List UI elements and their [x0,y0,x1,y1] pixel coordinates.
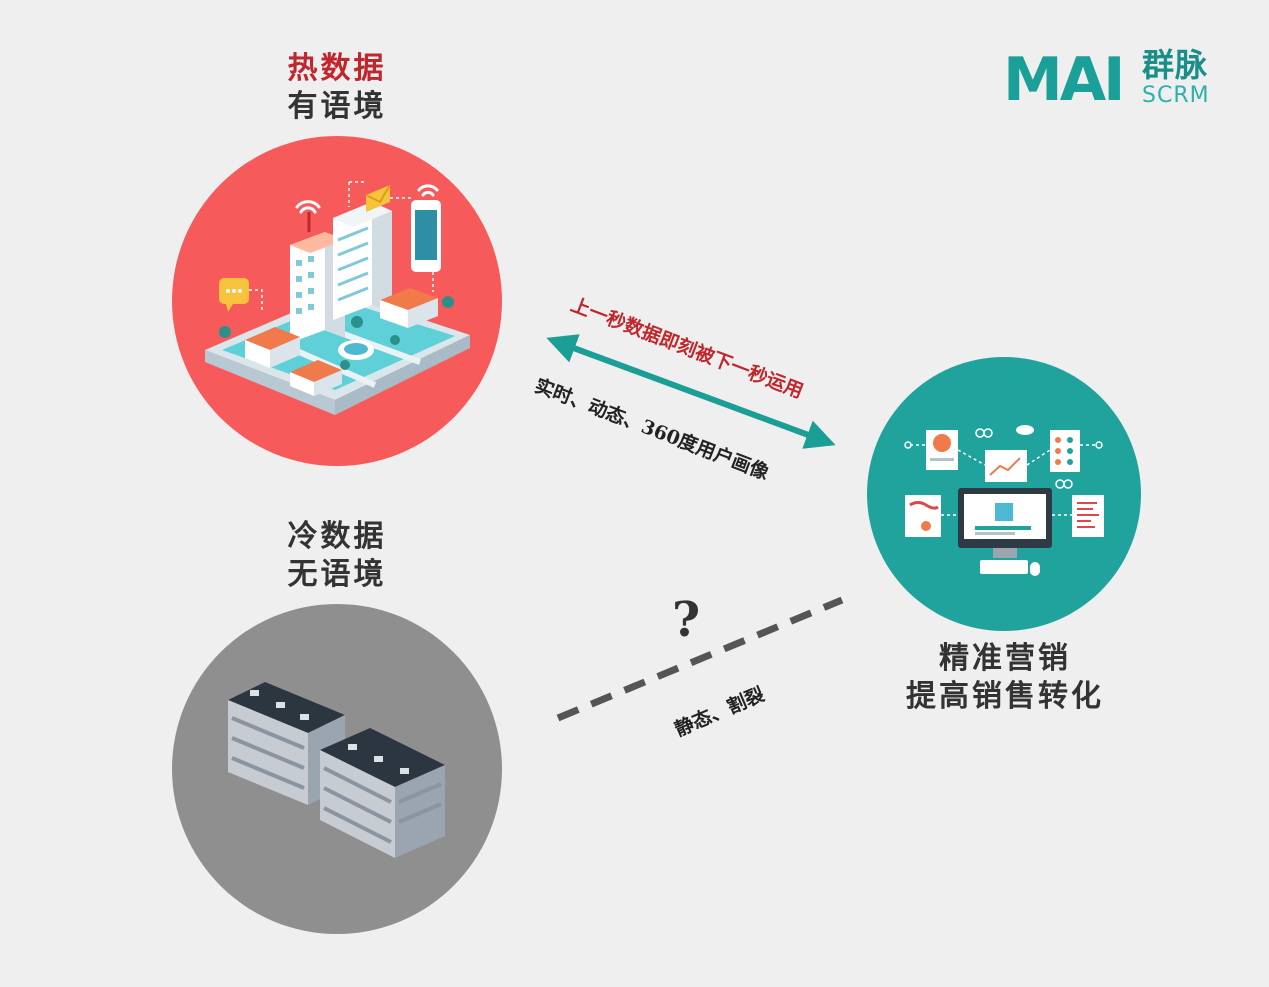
cold-data-subtitle: 无语境 [287,557,387,592]
mai-scrm-logo: MAI 群脉 SCRM [1003,44,1218,110]
cold-data-label: 冷数据 无语境 [272,518,402,594]
hot-data-circle [172,136,502,466]
dashed-connection [556,596,844,722]
logo-en: SCRM [1142,83,1210,108]
marketing-circle [867,357,1141,631]
double-arrow [546,334,836,449]
grey-building-icon [228,682,445,858]
marketing-label: 精准营销 提高销售转化 [880,640,1130,716]
logo-mark: MAI [1003,45,1125,115]
dashboard-icon [904,425,1104,576]
hot-data-title: 热数据 [287,51,387,86]
cold-data-circle [172,604,502,934]
cold-data-title: 冷数据 [287,519,387,554]
logo-cn: 群脉 [1142,46,1209,84]
question-mark: ? [672,592,701,648]
hot-data-label: 热数据 有语境 [272,50,402,126]
smart-city-icon [205,181,470,415]
marketing-line1: 精准营销 [939,641,1071,676]
marketing-line2: 提高销售转化 [906,679,1104,714]
hot-data-subtitle: 有语境 [287,89,387,124]
